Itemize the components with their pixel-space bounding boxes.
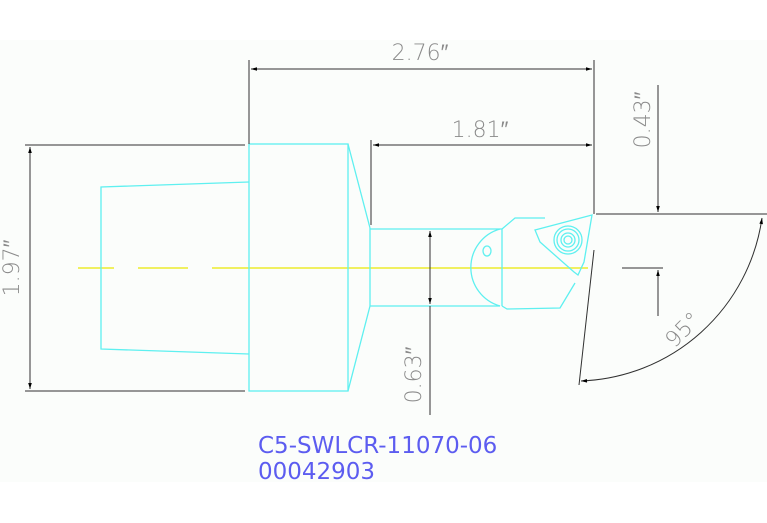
dimension-lines [25,60,767,415]
dim-head-length: 1.81″ [452,118,509,143]
dim-height-offset: 0.43″ [631,91,656,148]
dim-lead-angle: 95° [661,308,706,353]
tool-outline [100,143,593,392]
dim-neck-diameter: 0.63″ [402,346,427,403]
dim-shank-diameter: 1.97″ [0,239,25,296]
part-code-label: 00042903 [258,459,375,485]
part-model-label: C5-SWLCR-11070-06 [258,433,497,459]
dim-overall-length: 2.76″ [392,41,449,66]
